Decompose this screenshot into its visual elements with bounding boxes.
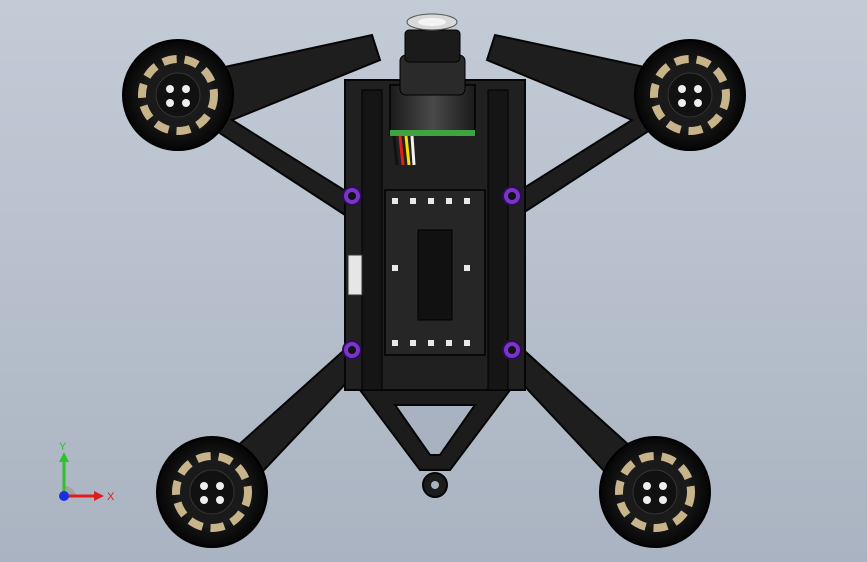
motor-front-left	[122, 39, 234, 151]
motor-rear-left	[156, 436, 268, 548]
x-axis-label: X	[107, 491, 115, 503]
fpv-camera	[389, 13, 476, 166]
z-axis-dot	[59, 491, 69, 501]
coordinate-triad: Y X	[50, 440, 120, 510]
y-axis-label: Y	[59, 441, 67, 453]
camera-wires	[392, 135, 416, 166]
frame-body	[342, 79, 526, 498]
motor-rear-right	[599, 436, 711, 548]
motor-front-right	[634, 39, 746, 151]
board-pads	[392, 198, 470, 346]
